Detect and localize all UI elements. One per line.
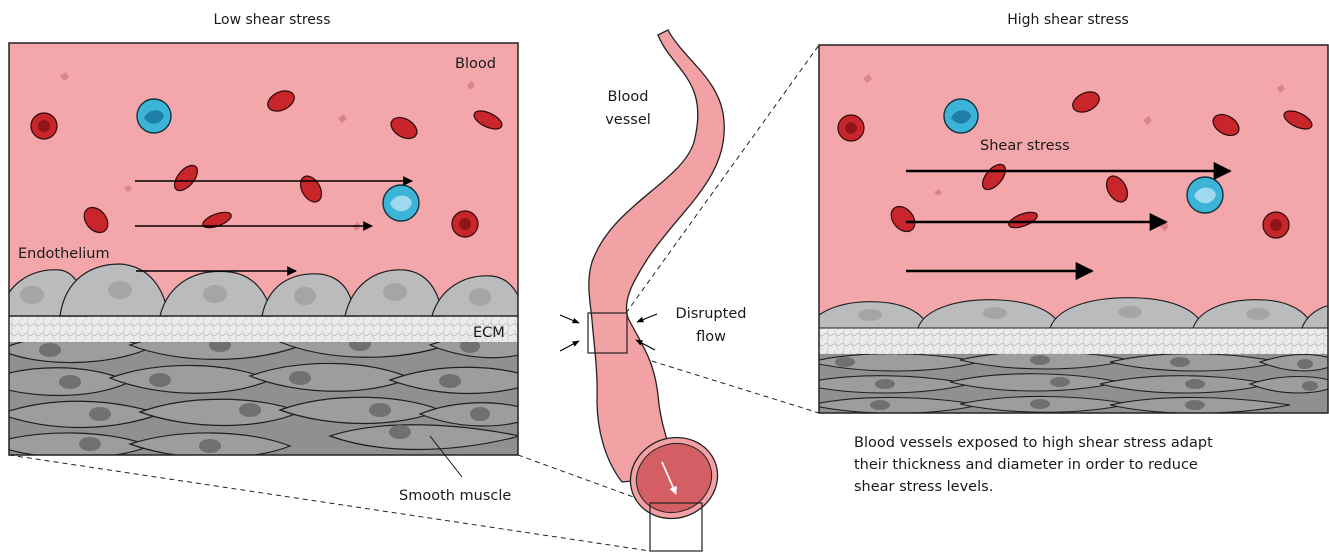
high-shear-panel: [800, 45, 1329, 413]
blood-vessel-label-line2: vessel: [605, 112, 651, 128]
caption-line-1: Blood vessels exposed to high shear stre…: [854, 435, 1213, 451]
caption-line-3: shear stress levels.: [854, 479, 993, 495]
smooth-muscle-label: Smooth muscle: [399, 488, 511, 504]
disrupted-flow-label-line2: flow: [696, 329, 726, 345]
blood-label: Blood: [455, 56, 496, 72]
smooth-muscle-layer: [0, 330, 540, 458]
caption-line-2: their thickness and diameter in order to…: [854, 457, 1198, 473]
ecm-label: ECM: [473, 325, 505, 341]
ecm-layer-right: [819, 326, 1328, 354]
right-panel-title: High shear stress: [1007, 12, 1129, 28]
blood-vessel: [560, 30, 729, 551]
endothelium-label: Endothelium: [18, 246, 110, 262]
blood-vessel-label-line1: Blood: [608, 89, 649, 105]
disrupted-flow-label-line1: Disrupted: [676, 306, 747, 322]
left-panel-title: Low shear stress: [213, 12, 330, 28]
smooth-muscle-layer-right: [800, 352, 1329, 414]
shear-stress-label: Shear stress: [980, 138, 1070, 154]
